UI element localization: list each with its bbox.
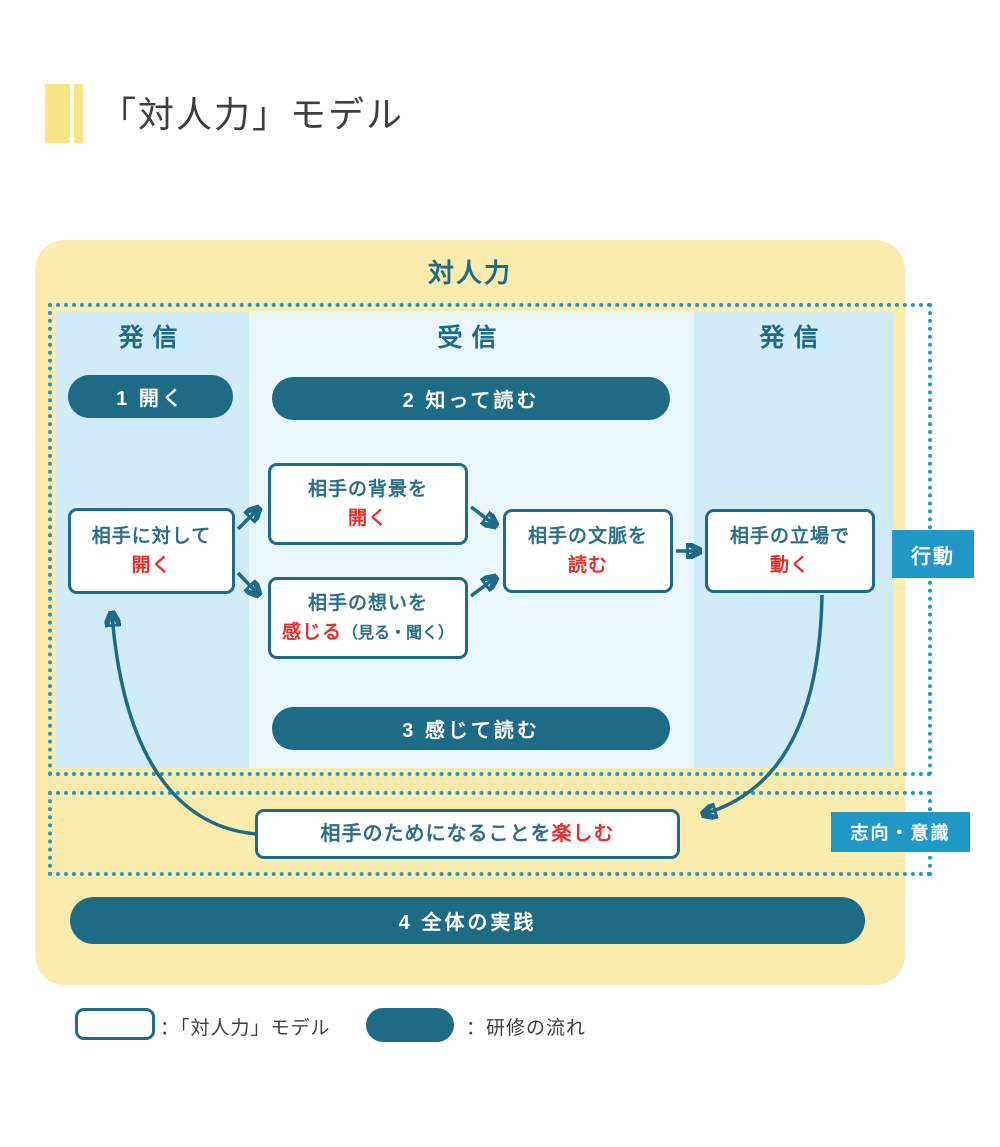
model-box-read-context: 相手の文脈を 読む <box>503 509 673 593</box>
flow-step-1-pill: 1 開く <box>68 375 233 418</box>
column-header-send-left: 発 信 <box>118 324 179 352</box>
page-title: 「対人力」モデル <box>100 94 405 135</box>
model-box-open-to-other: 相手に対して 開く <box>68 508 235 594</box>
legend-flow-label: ：研修の流れ <box>466 1018 587 1039</box>
box-keyword: 開く <box>347 508 388 529</box>
flow-step-4-pill: 4 全体の実践 <box>70 897 865 944</box>
box-keyword: 楽しむ <box>551 822 615 845</box>
model-box-feel-thoughts: 相手の想いを 感じる（見る・聞く） <box>268 577 468 659</box>
box-keyword: 感じる <box>281 622 342 643</box>
box-keyword: 開く <box>131 555 172 576</box>
column-header-receive: 受 信 <box>437 324 498 352</box>
model-box-act-in-stance: 相手の立場で 動く <box>705 509 875 593</box>
box-line: 相手の立場で <box>729 525 850 547</box>
legend-flow-swatch <box>366 1008 454 1042</box>
box-line: 相手の文脈を <box>527 525 648 547</box>
model-box-open-background: 相手の背景を 開く <box>268 463 468 545</box>
flow-step-3-pill: 3 感じて読む <box>272 707 670 750</box>
legend-model-swatch <box>75 1008 155 1040</box>
box-line: 相手に対して <box>91 525 212 547</box>
title-accent-bar-thick <box>45 84 70 143</box>
box-line: 相手の背景を <box>307 478 428 500</box>
box-keyword: 読む <box>567 555 608 576</box>
box-keyword: 動く <box>769 555 810 576</box>
box-line-2: 感じる（見る・聞く） <box>282 618 454 647</box>
mind-tag: 志向・意識 <box>831 812 970 852</box>
panel-title: 対人力 <box>427 258 512 288</box>
column-header-send-right: 発 信 <box>759 324 820 352</box>
flow-step-2-pill: 2 知って読む <box>272 377 670 420</box>
legend-model-label: ：「対人力」モデル <box>160 1018 331 1039</box>
model-box-enjoy-helping: 相手のためになることを 楽しむ <box>255 809 680 859</box>
box-line: 相手のためになることを <box>320 822 552 845</box>
action-tag: 行動 <box>892 530 974 578</box>
box-note: （見る・聞く） <box>342 625 455 642</box>
box-line: 相手の想いを <box>307 592 428 614</box>
title-accent-bar-thin <box>74 84 83 143</box>
